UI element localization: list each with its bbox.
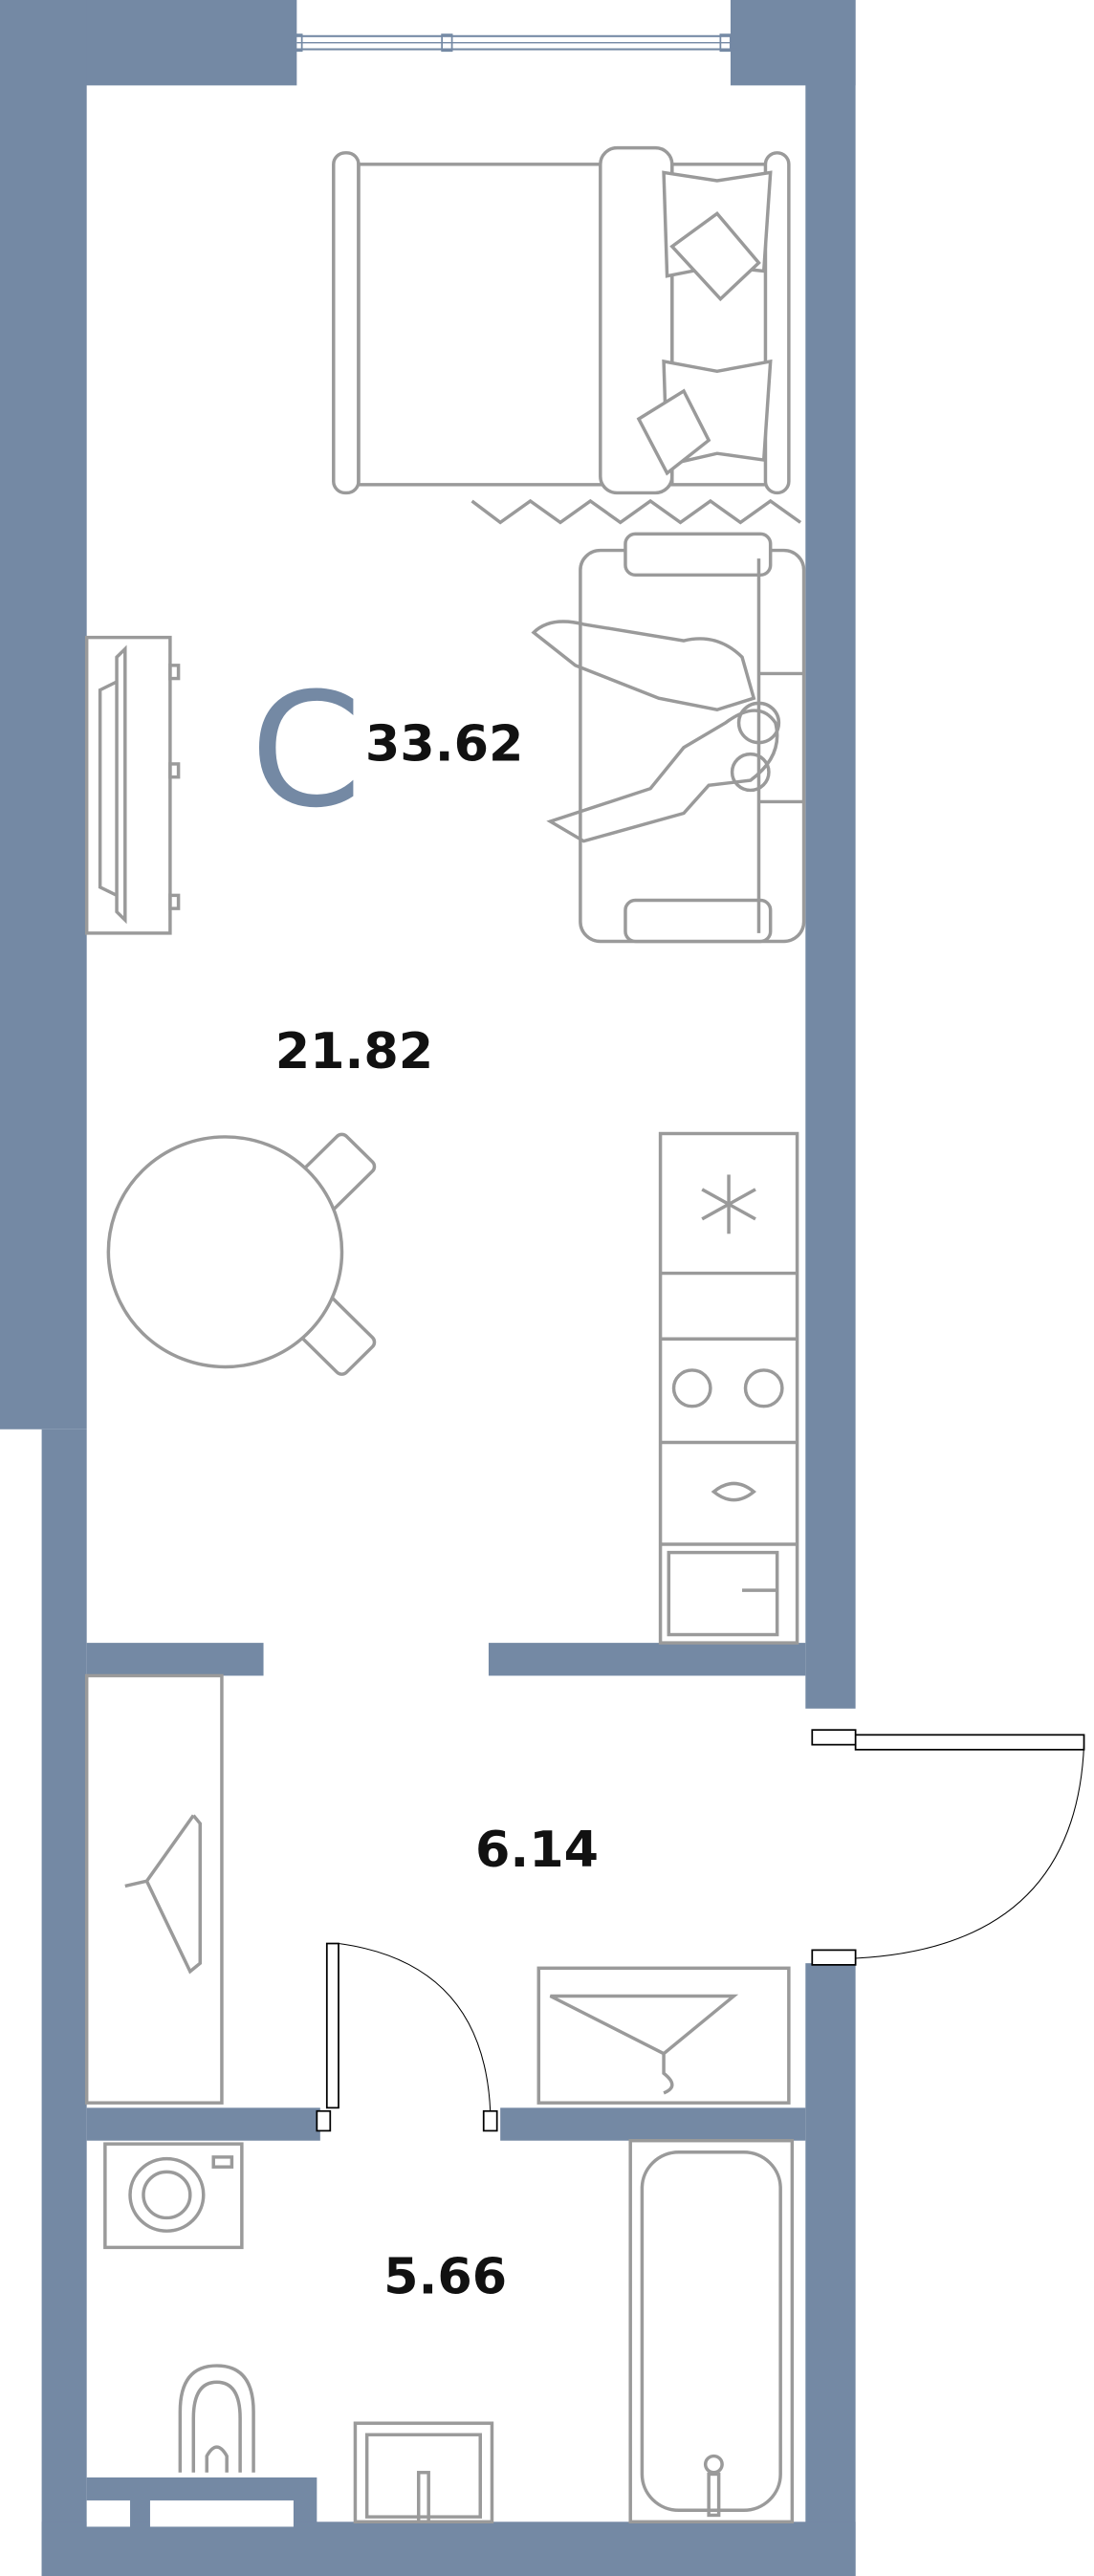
tv-unit-icon <box>84 635 181 935</box>
wardrobe-icon <box>536 1966 791 2105</box>
hallway-area-label: 6.14 <box>475 1822 599 1879</box>
snowflake-icon <box>701 1174 756 1234</box>
toilet-icon <box>178 2364 255 2473</box>
walls <box>0 0 856 2576</box>
bathroom-door[interactable] <box>316 1942 498 2132</box>
total-area-label: 33.62 <box>365 716 523 774</box>
washing-machine-icon <box>103 2142 244 2250</box>
bed-icon <box>332 145 802 525</box>
sofa-icon <box>531 532 806 944</box>
wardrobe-icon <box>84 1673 224 2105</box>
bathtub-icon <box>628 2138 795 2524</box>
entrance-door[interactable] <box>811 1729 1085 1966</box>
bathroom-area-label: 5.66 <box>383 2249 507 2306</box>
class-letter: C <box>251 660 362 843</box>
window <box>291 0 740 86</box>
kitchen-icon <box>658 1131 799 1645</box>
sink-icon <box>353 2421 494 2524</box>
dining-table-icon <box>106 1132 377 1376</box>
living-room-area-label: 21.82 <box>275 1023 433 1081</box>
